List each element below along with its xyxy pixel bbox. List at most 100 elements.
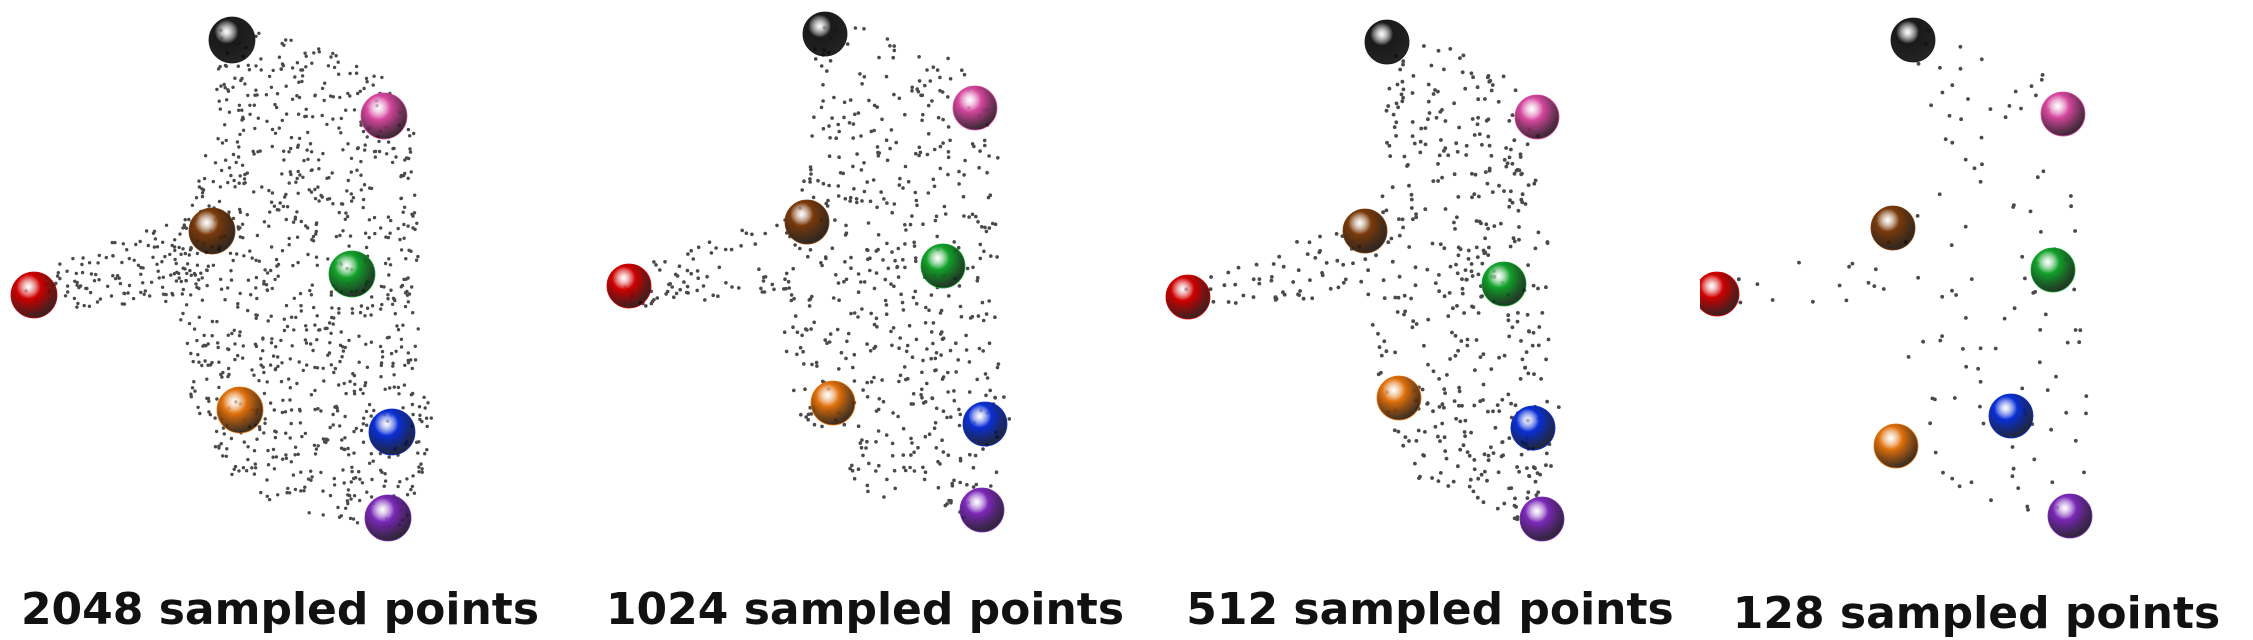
sampled-point — [1969, 277, 1974, 281]
sampled-point — [1463, 418, 1468, 423]
sampled-point — [240, 163, 245, 167]
sampled-point — [1443, 146, 1448, 151]
sampled-point — [331, 202, 335, 206]
sampled-point — [1413, 283, 1418, 288]
sampled-point — [844, 356, 848, 361]
sampled-point — [1536, 490, 1541, 495]
sampled-point — [195, 251, 200, 256]
sampled-point — [220, 141, 225, 145]
sampled-point — [880, 117, 884, 122]
sampled-point — [293, 445, 298, 449]
sampled-point — [264, 93, 269, 97]
sampled-point — [913, 190, 918, 195]
sampled-point — [977, 165, 981, 170]
sampled-point — [174, 279, 179, 283]
sampled-point — [1738, 300, 1743, 305]
sampled-point — [1363, 257, 1368, 262]
sampled-point — [1392, 428, 1397, 433]
sampled-point — [792, 388, 796, 393]
sampled-point — [971, 465, 976, 470]
sampled-point — [359, 304, 364, 308]
sampled-point — [1519, 197, 1524, 202]
sampled-point — [361, 440, 366, 444]
sampled-point — [891, 326, 896, 330]
sampled-point — [280, 41, 284, 46]
sampled-point — [138, 239, 142, 244]
sampled-point — [361, 205, 365, 210]
sampled-point — [399, 173, 404, 178]
sampled-point — [361, 129, 366, 134]
sampled-point — [854, 197, 859, 201]
sampled-point — [272, 204, 277, 208]
sampled-point — [1497, 409, 1502, 413]
keypoint-blue — [368, 408, 416, 456]
sampled-point — [270, 286, 274, 291]
keypoint-purple — [364, 494, 412, 542]
sampled-point — [929, 293, 934, 297]
sampled-point — [865, 483, 870, 488]
sampled-point — [938, 75, 942, 80]
sampled-point — [938, 462, 942, 466]
sampled-point — [369, 495, 374, 499]
sampled-point — [304, 328, 309, 332]
sampled-point — [424, 416, 429, 420]
sampled-point — [338, 95, 342, 100]
sampled-point — [174, 261, 178, 266]
sampled-point — [958, 480, 962, 485]
sampled-point — [357, 470, 361, 474]
sampled-point — [252, 152, 256, 156]
sampled-point — [903, 223, 907, 227]
sampled-point — [860, 438, 864, 442]
sampled-point — [198, 411, 202, 416]
sampled-point — [2054, 374, 2058, 379]
sampled-point — [245, 171, 249, 175]
sampled-point — [349, 497, 353, 501]
sampled-point — [63, 294, 68, 298]
sampled-point — [382, 285, 386, 289]
sampled-point — [1489, 445, 1493, 450]
sampled-point — [321, 151, 325, 156]
sampled-point — [926, 191, 931, 195]
sampled-point — [219, 442, 223, 446]
sampled-point — [226, 333, 230, 337]
sampled-point — [216, 137, 220, 141]
sampled-point — [975, 377, 979, 382]
sampled-point — [404, 257, 408, 261]
sampled-point — [290, 97, 295, 102]
sampled-point — [1433, 424, 1438, 429]
sampled-point — [856, 424, 861, 429]
sampled-point — [418, 417, 422, 422]
sampled-point — [219, 84, 223, 88]
caption-512: 512 sampled points — [1186, 584, 1674, 635]
sampled-point — [875, 325, 879, 329]
sampled-point — [392, 146, 396, 151]
sampled-point — [897, 346, 901, 351]
sampled-point — [411, 412, 415, 417]
sampled-point — [287, 243, 291, 247]
sampled-point — [345, 499, 350, 503]
sampled-point — [852, 187, 856, 191]
sampled-point — [1385, 140, 1389, 145]
sampled-point — [1940, 334, 1944, 338]
sampled-point — [363, 381, 368, 385]
sampled-point — [934, 368, 938, 372]
sampled-point — [1384, 349, 1389, 354]
sampled-point — [949, 415, 953, 419]
keypoint-red — [606, 263, 652, 309]
sampled-point — [357, 360, 361, 364]
sampled-point — [216, 67, 221, 71]
sampled-point — [786, 279, 791, 284]
sampled-point — [281, 457, 285, 461]
sampled-point — [1958, 66, 1963, 71]
sampled-point — [882, 495, 886, 499]
sampled-point — [115, 274, 120, 278]
sampled-point — [827, 183, 831, 188]
sampled-point — [337, 72, 341, 76]
sampled-point — [1508, 244, 1513, 249]
sampled-point — [161, 275, 165, 279]
sampled-point — [1486, 134, 1491, 139]
sampled-point — [946, 56, 950, 61]
sampled-point — [337, 126, 341, 130]
sampled-point — [359, 428, 364, 433]
sampled-point — [281, 398, 285, 402]
